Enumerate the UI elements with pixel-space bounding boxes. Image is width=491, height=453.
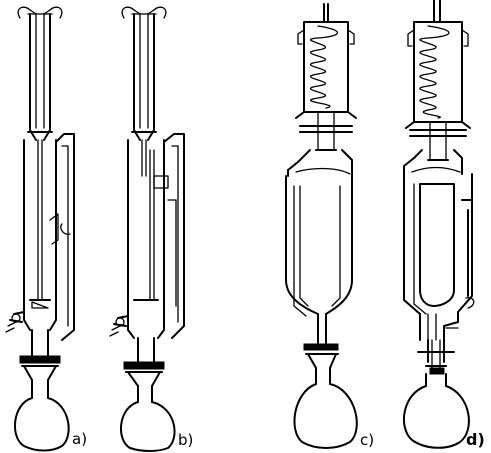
- apparatus-d: [403, 0, 475, 449]
- apparatus-a: [5, 6, 75, 452]
- label-d: d): [466, 430, 485, 449]
- label-a: a): [72, 430, 87, 448]
- label-c: c): [360, 431, 374, 449]
- label-b: b): [178, 431, 193, 449]
- apparatus-c: [285, 3, 358, 449]
- apparatus-b: [109, 6, 185, 452]
